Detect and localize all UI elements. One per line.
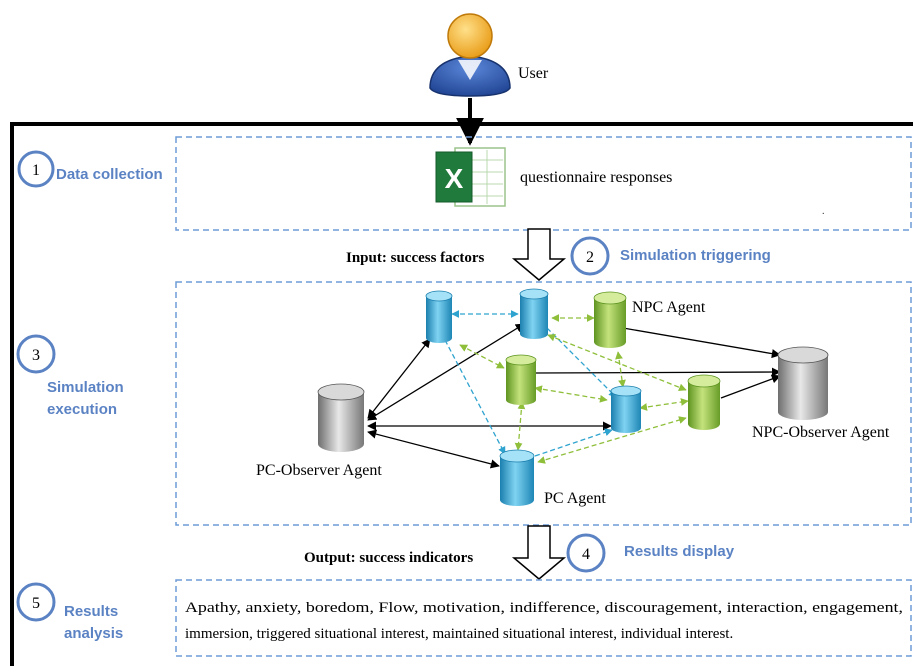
input-label: Input: success factors [346, 250, 484, 266]
simulation-box [175, 281, 912, 526]
results-display-label: Results display [624, 543, 735, 560]
step-5-circle [16, 582, 56, 622]
step-4-circle [566, 533, 606, 573]
pc-agent-cylinder-3 [610, 385, 642, 433]
questionnaire-label: questionnaire responses [520, 169, 672, 186]
npc-observer-label: NPC-Observer Agent [752, 424, 890, 441]
output-label: Output: success indicators [304, 550, 473, 566]
user-label: User [518, 65, 549, 82]
input-arrow [511, 228, 567, 281]
results-text-line-1: Apathy, anxiety, boredom, Flow, motivati… [185, 600, 903, 616]
npc-observer-cylinder [777, 346, 829, 420]
pc-agent-label: PC Agent [544, 490, 606, 507]
step-3-number: 3 [32, 347, 40, 364]
spreadsheet-icon: X [435, 147, 506, 207]
simulation-execution-label-2: execution [47, 401, 117, 418]
simulation-execution-label-1: Simulation [47, 379, 124, 396]
results-box [175, 579, 912, 657]
npc-agent-cylinder-1 [593, 291, 627, 348]
simulation-triggering-label: Simulation triggering [620, 247, 771, 264]
step-4-number: 4 [582, 546, 590, 563]
step-3-circle [16, 334, 56, 374]
step-2-circle [570, 236, 610, 276]
pc-observer-cylinder [317, 383, 365, 452]
pc-agent-cylinder-4 [499, 449, 535, 506]
svg-text:X: X [445, 163, 464, 194]
user-icon [429, 13, 511, 97]
step-1-circle [17, 150, 55, 188]
results-text-line-2: immersion, triggered situational interes… [185, 626, 733, 642]
npc-agent-cylinder-3 [687, 374, 721, 430]
pc-agent-cylinder-1 [425, 290, 453, 343]
output-arrow [511, 525, 567, 580]
dot-mark: . [822, 206, 825, 217]
outer-frame [10, 122, 913, 666]
npc-agent-cylinder-2 [505, 354, 537, 405]
pc-observer-label: PC-Observer Agent [256, 462, 382, 479]
data-collection-label: Data collection [56, 166, 163, 183]
step-1-number: 1 [32, 162, 40, 179]
step-2-number: 2 [586, 249, 594, 266]
results-analysis-label-2: analysis [64, 625, 123, 642]
green-connections [459, 314, 689, 464]
pc-agent-cylinder-2 [519, 288, 549, 339]
npc-agent-label: NPC Agent [632, 299, 706, 316]
step-5-number: 5 [32, 595, 40, 612]
results-analysis-label-1: Results [64, 603, 118, 620]
